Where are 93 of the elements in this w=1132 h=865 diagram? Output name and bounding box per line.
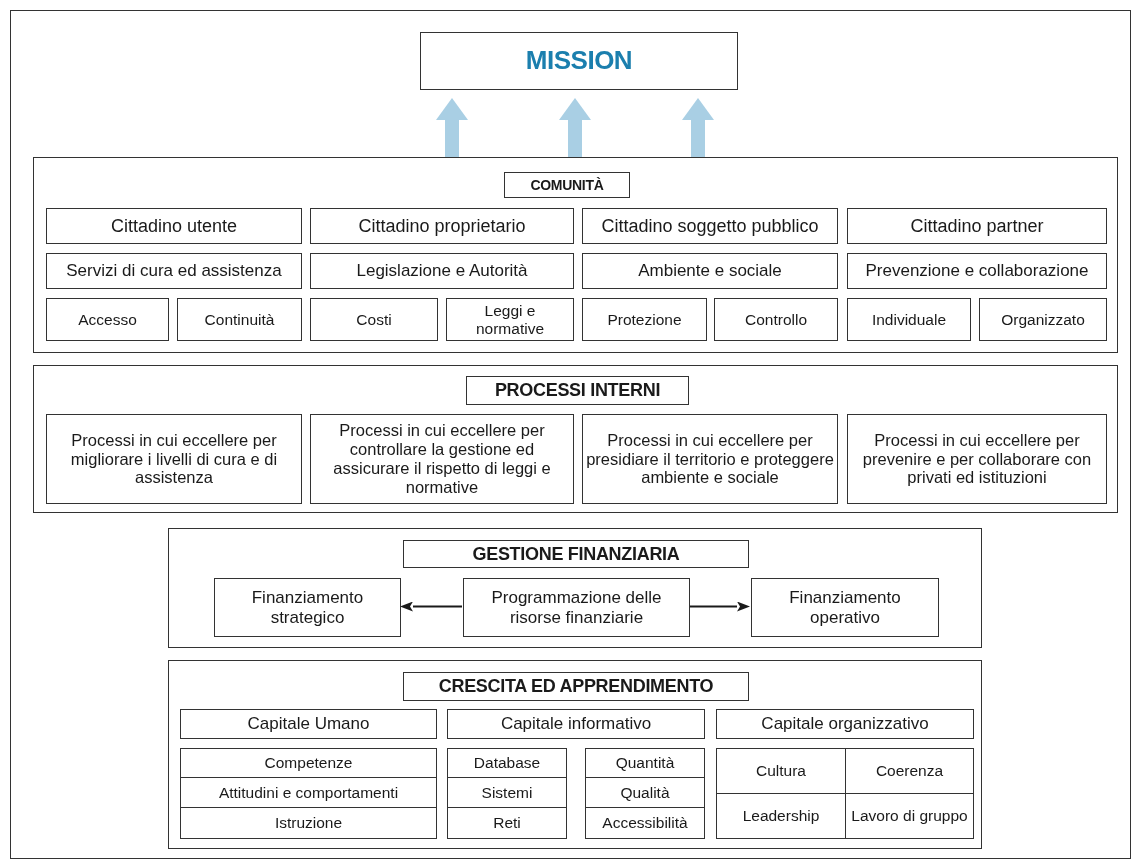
box-label: MISSION [524,46,634,76]
box-label: Capitale informativo [499,714,653,734]
label-box [447,748,567,778]
box-label: Attitudini e comportamenti [217,783,400,802]
label-box [446,298,574,341]
label-box [46,208,302,244]
label-box [585,748,705,778]
label-box [447,777,567,808]
box-label: Cittadino partner [909,215,1045,237]
label-box [582,253,838,289]
label-box [716,709,974,739]
section-heading: CRESCITA ED APPRENDIMENTO [403,672,749,701]
label-box [214,578,401,637]
label-box [716,748,846,794]
box-label: Istruzione [273,814,344,832]
box-label: Capitale Umano [246,714,371,734]
box-label: Continuità [203,310,276,329]
box-label: Reti [492,814,522,832]
box-label: Individuale [870,310,948,329]
section-heading: PROCESSI INTERNI [466,376,689,405]
box-label: Costi [355,310,393,329]
box-label: Cultura [755,762,807,780]
label-box [46,298,169,341]
box-label: Servizi di cura ed assistenza [65,261,283,281]
label-box [714,298,838,341]
label-box [847,298,971,341]
box-label: Database [472,754,542,772]
label-box [310,414,574,504]
box-label: Accessibilità [601,814,689,832]
label-box [310,298,438,341]
box-label: Processi in cui eccellere per prevenire e per collaborare con privati ed istituzioni [861,430,1093,488]
label-box [180,748,437,778]
box-label: Cittadino soggetto pubblico [600,215,820,237]
section-heading: GESTIONE FINANZIARIA [403,540,749,568]
box-label: Sistemi [480,783,534,802]
label-box [847,208,1107,244]
box-label: Qualità [619,783,671,802]
arrow [400,601,463,612]
label-box [582,298,707,341]
box-label: Competenze [263,754,354,772]
label-box [180,709,437,739]
arrow [559,98,591,157]
section-panel [33,157,1118,353]
box-label: Coerenza [874,762,945,780]
box-label: Organizzato [1000,310,1086,329]
label-box [46,253,302,289]
label-box [845,748,974,794]
box-label: Accesso [77,310,138,329]
box-label: Capitale organizzativo [760,714,930,734]
box-label: Finanziamento strategico [250,587,365,628]
section-panel [33,365,1118,513]
arrow [436,98,468,157]
box-label: Finanziamento operativo [788,587,902,628]
box-label: Programmazione delle risorse finanziarie [490,587,663,628]
box-label: Processi in cui eccellere per migliorare i livelli di cura e di assistenza [69,430,279,488]
box-label: Protezione [606,310,683,329]
label-box [847,253,1107,289]
box-label: Prevenzione e collaborazione [864,261,1090,281]
label-box [447,807,567,839]
label-box [716,793,846,839]
label-box [751,578,939,637]
arrow [688,601,750,612]
box-label: Leggi e normative [474,301,546,338]
label-box [420,32,738,90]
label-box [582,414,838,504]
label-box [310,253,574,289]
section-panel [168,528,982,648]
label-box [979,298,1107,341]
box-label: Ambiente e sociale [637,261,783,281]
box-label: Controllo [744,310,808,329]
box-label: Lavoro di gruppo [850,807,969,825]
label-box [177,298,302,341]
box-label: Cittadino utente [109,215,239,237]
label-box [582,208,838,244]
label-box [180,777,437,808]
label-box [585,807,705,839]
label-box [447,709,705,739]
box-label: Quantità [614,754,676,772]
label-box [180,807,437,839]
box-label: Processi in cui eccellere per presidiare il territorio e proteggere ambiente e sociale [585,430,835,488]
label-box [310,208,574,244]
label-box [847,414,1107,504]
label-box [46,414,302,504]
section-panel [168,660,982,849]
box-label: Processi in cui eccellere per controllare la gestione ed assicurare il rispetto di leggi e normative [332,421,552,497]
label-box [463,578,690,637]
label-box [845,793,974,839]
arrow [682,98,714,157]
label-box [585,777,705,808]
section-heading: COMUNITÀ [504,172,630,198]
box-label: Leadership [741,807,821,825]
box-label: Legislazione e Autorità [355,261,529,281]
box-label: Cittadino proprietario [357,215,527,237]
